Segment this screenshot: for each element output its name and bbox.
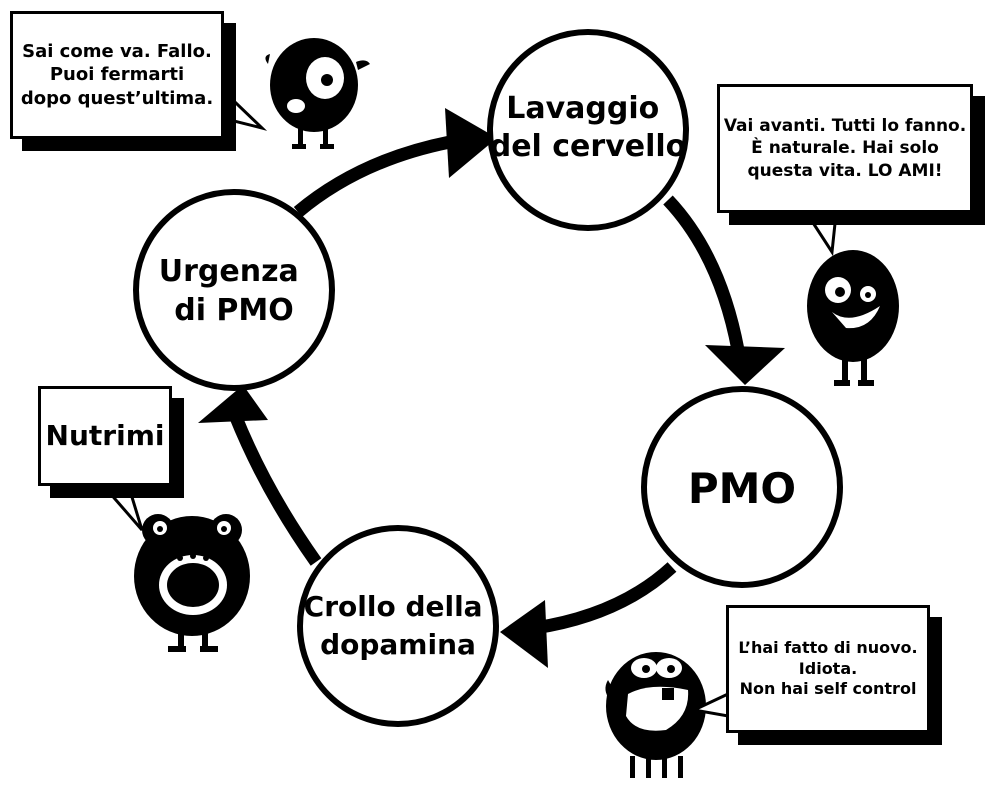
bubble-bottom-right-line-2: Idiota. — [798, 658, 858, 678]
node-brainwash-circle — [487, 29, 689, 231]
arrowhead-crash — [500, 600, 548, 668]
tail-top-right — [803, 210, 838, 257]
smiling-monster-icon — [807, 250, 899, 386]
node-pmo-circle — [641, 386, 843, 588]
arrowhead-pmo — [705, 345, 785, 385]
bubble-top-left-line-3: dopo quest’ultima. — [20, 87, 214, 109]
node-pmo-label: PMO — [688, 464, 796, 513]
arrow-crash-to-urge — [228, 412, 322, 566]
bubble-bottom-right-line-3: Non hai self control — [739, 679, 917, 699]
arrow-urge-to-brainwash — [293, 135, 452, 217]
bubble-bottom-right-line-1: L’hai fatto di nuovo. — [738, 637, 918, 657]
node-urge-line-2: di PMO — [174, 293, 294, 328]
node-crash-circle — [297, 525, 499, 727]
node-brainwash-line-2: del cervello — [490, 129, 687, 164]
node-crash-line-1: Crollo della — [304, 590, 483, 623]
speech-bubble-top-right: Vai avanti. Tutti lo fanno. È naturale. … — [717, 84, 973, 213]
bubble-top-right-line-1: Vai avanti. Tutti lo fanno. — [723, 116, 967, 137]
arrow-heads — [198, 108, 785, 668]
arrow-brainwash-to-pmo — [663, 195, 745, 352]
cycle-arrows — [228, 135, 745, 635]
arrow-pmo-to-crash — [534, 562, 677, 635]
bubble-top-right-line-2: È naturale. Hai solo — [751, 138, 939, 159]
bubble-top-left-line-1: Sai come va. Fallo. — [22, 40, 212, 62]
bubble-top-left-line-2: Puoi fermarti — [49, 64, 185, 86]
big-mouth-monster-icon — [134, 514, 250, 652]
speech-bubble-bottom-right: L’hai fatto di nuovo. Idiota. Non hai se… — [726, 605, 930, 733]
node-brainwash-label: Lavaggio del cervello — [490, 91, 687, 164]
arrowhead-brainwash — [445, 108, 497, 178]
node-urge-label: Urgenza di PMO — [159, 254, 310, 328]
node-urge-circle — [133, 189, 335, 391]
arrowhead-urge — [198, 385, 268, 423]
node-brainwash-line-1: Lavaggio — [506, 91, 659, 126]
bubble-top-right-line-3: questa vita. LO AMI! — [747, 160, 943, 181]
speech-bubble-left: Nutrimi — [38, 386, 172, 486]
node-pmo-line-1: PMO — [688, 464, 796, 513]
node-urge-line-1: Urgenza — [159, 254, 299, 289]
sneering-monster-icon — [605, 652, 706, 778]
bubble-left-line-1: Nutrimi — [45, 418, 165, 452]
one-eyed-monster-icon — [265, 38, 370, 149]
speech-bubble-top-left: Sai come va. Fallo. Puoi fermarti dopo q… — [10, 11, 224, 139]
node-crash-line-2: dopamina — [320, 628, 476, 661]
tail-left — [98, 482, 144, 531]
node-crash-label: Crollo della dopamina — [304, 590, 493, 661]
